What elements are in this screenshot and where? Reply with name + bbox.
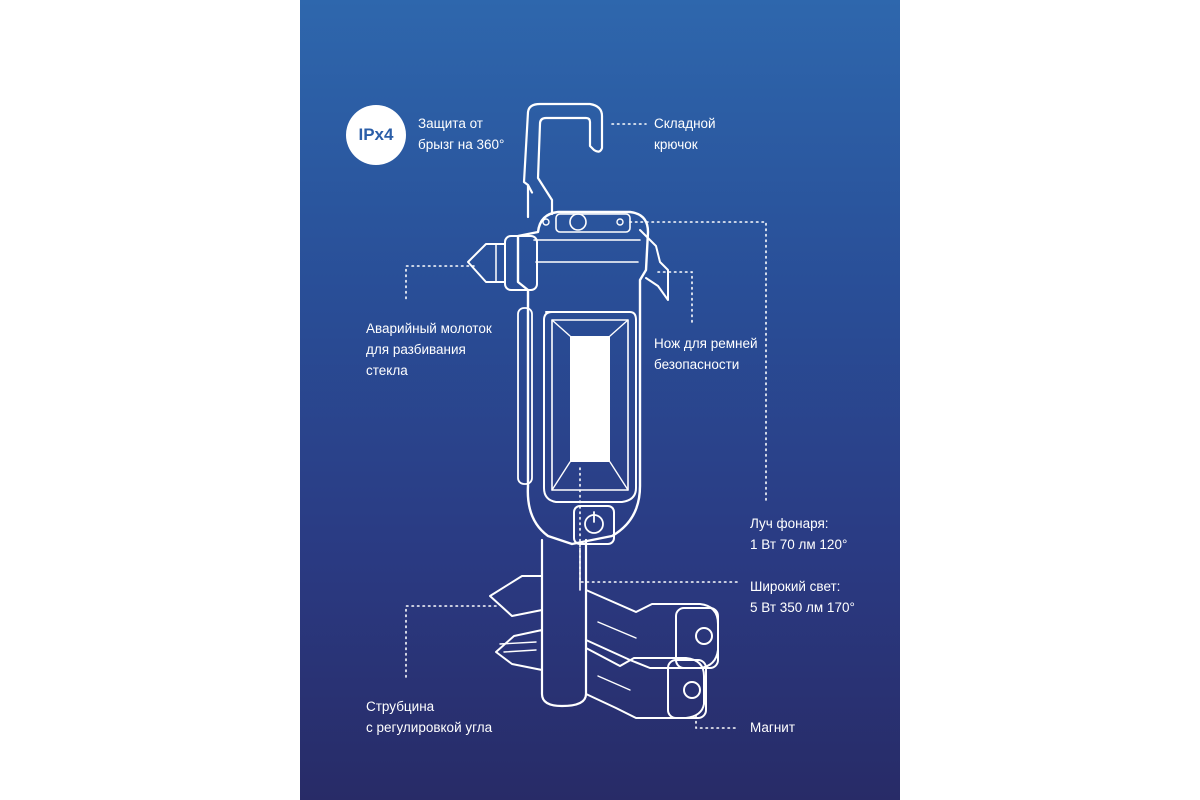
splash-protection-label: Защита от брызг на 360° bbox=[418, 116, 505, 152]
wide-light-spec-label: Широкий свет: 5 Вт 350 лм 170° bbox=[750, 579, 855, 615]
magnet-label: Магнит bbox=[750, 720, 796, 735]
clamp bbox=[489, 575, 543, 671]
emergency-hammer-label: Аварийный молоток для разбивания стекла bbox=[366, 321, 492, 378]
beam-spec-label: Луч фонаря: 1 Вт 70 лм 120° bbox=[750, 516, 848, 552]
handle bbox=[540, 538, 588, 708]
folding-hook-label: Складной крючок bbox=[654, 116, 716, 152]
magnetic-base bbox=[585, 589, 719, 719]
flashlight-illustration bbox=[405, 102, 767, 729]
seatbelt-knife-label: Нож для ремней безопасности bbox=[654, 336, 758, 372]
cob-light-strip bbox=[570, 336, 610, 462]
ipx4-badge-text: IPx4 bbox=[358, 125, 394, 144]
clamp-label: Струбцина с регулировкой угла bbox=[366, 699, 493, 735]
power-button bbox=[573, 505, 615, 545]
emergency-hammer bbox=[467, 235, 538, 291]
seatbelt-knife bbox=[639, 229, 669, 301]
diagram-panel: IPx4 Защита от брызг на 360° Складной кр… bbox=[300, 0, 900, 800]
folding-hook-outline bbox=[522, 102, 604, 219]
leader-lines bbox=[405, 123, 767, 729]
ipx4-badge: IPx4 bbox=[346, 105, 406, 165]
lamp-body bbox=[516, 210, 650, 546]
